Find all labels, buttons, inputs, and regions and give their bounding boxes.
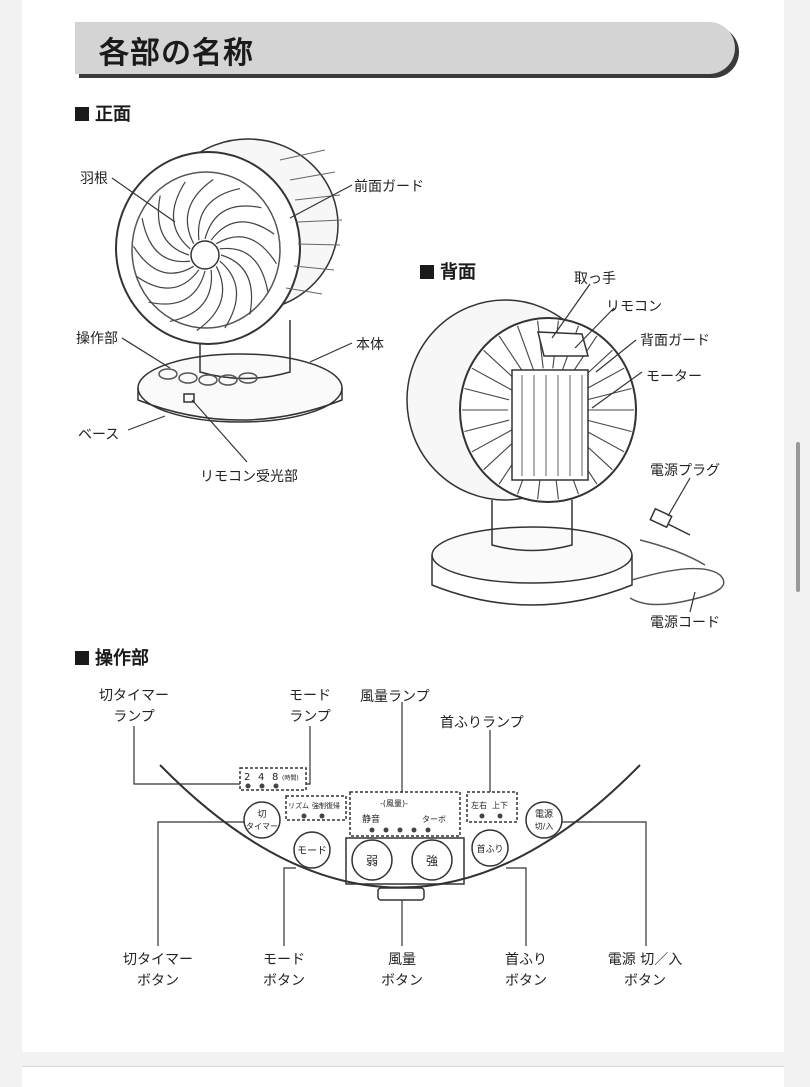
label-power-cord: 電源コード xyxy=(650,615,720,631)
timer-button-text-1: 切 xyxy=(257,809,266,820)
label-mode-button: モード ボタン xyxy=(244,950,324,992)
mode-recover: 強制復帰 xyxy=(312,801,340,810)
label-power-button: 電源 切／入 ボタン xyxy=(590,950,700,992)
label-wind-button-line1: 風量 xyxy=(388,952,416,968)
label-body: 本体 xyxy=(356,337,384,353)
swing-ud: 上下 xyxy=(492,801,508,810)
wind-high: ターボ xyxy=(422,815,446,824)
page-title: 各部の名称 xyxy=(99,36,254,71)
label-swing-button-line2: ボタン xyxy=(505,973,547,989)
label-mode-button-line2: ボタン xyxy=(263,973,305,989)
label-mode-lamp-line2: ランプ xyxy=(289,709,331,725)
title-banner: 各部の名称 xyxy=(75,22,735,74)
front-heading: 正面 xyxy=(75,100,131,126)
swing-button-text: 首ふり xyxy=(476,843,503,855)
label-timer-lamp: 切タイマー ランプ xyxy=(84,686,184,728)
mode-button-text: モード xyxy=(297,846,327,857)
label-motor: モーター xyxy=(646,369,702,385)
scrollbar[interactable] xyxy=(796,442,800,592)
label-back-guard: 背面ガード xyxy=(640,333,710,349)
label-power-plug: 電源プラグ xyxy=(650,463,720,479)
control-panel-illustration xyxy=(159,764,641,901)
label-power-button-line1: 電源 切／入 xyxy=(607,952,683,968)
label-timer-button-line2: ボタン xyxy=(137,973,179,989)
front-fan-illustration xyxy=(115,138,343,423)
leader-lines xyxy=(111,177,696,946)
label-blade: 羽根 xyxy=(80,171,108,187)
panel-heading: 操作部 xyxy=(75,644,149,670)
label-wind-button-line2: ボタン xyxy=(381,973,423,989)
power-button-text-1: 電源 xyxy=(535,809,553,820)
strong-button-text: 強 xyxy=(426,854,438,868)
back-fan-illustration xyxy=(406,299,725,606)
wind-low: 静音 xyxy=(362,813,380,825)
label-base: ベース xyxy=(78,427,120,443)
weak-button-text: 弱 xyxy=(366,854,378,868)
label-mode-button-line1: モード xyxy=(263,952,305,968)
label-remote: リモコン xyxy=(606,299,662,315)
label-wind-lamp: 風量ランプ xyxy=(360,689,430,705)
back-heading: 背面 xyxy=(420,258,476,284)
timer-hour-2: 2 xyxy=(244,772,250,783)
label-power-button-line2: ボタン xyxy=(624,973,666,989)
timer-hour-4: 4 xyxy=(258,772,264,783)
timer-button-text-2: タイマー xyxy=(246,822,278,831)
label-swing-lamp: 首ふりランプ xyxy=(440,715,524,731)
label-timer-lamp-line1: 切タイマー xyxy=(99,688,169,704)
panel-markings: 2 4 8 (時間) リズム 強制復帰 -(風量)- 静音 ターボ 左右 上下 … xyxy=(244,772,553,868)
label-mode-lamp: モード ランプ xyxy=(270,686,350,728)
swing-lr: 左右 xyxy=(471,800,487,810)
label-swing-button-line1: 首ふり xyxy=(505,952,547,968)
label-timer-button-line1: 切タイマー xyxy=(123,952,193,968)
label-handle: 取っ手 xyxy=(574,271,616,287)
timer-unit: (時間) xyxy=(282,774,299,782)
label-remote-receiver: リモコン受光部 xyxy=(200,469,298,485)
label-mode-lamp-line1: モード xyxy=(289,688,331,704)
mode-rhythm: リズム xyxy=(288,801,309,810)
label-timer-lamp-line2: ランプ xyxy=(113,709,155,725)
timer-hour-8: 8 xyxy=(272,772,278,783)
wind-title: -(風量)- xyxy=(380,799,408,808)
label-front-guard: 前面ガード xyxy=(354,179,424,195)
label-timer-button: 切タイマー ボタン xyxy=(108,950,208,992)
label-control-unit: 操作部 xyxy=(76,331,118,347)
label-wind-button: 風量 ボタン xyxy=(362,950,442,992)
power-button-text-2: 切/入 xyxy=(535,822,554,831)
label-swing-button: 首ふり ボタン xyxy=(486,950,566,992)
